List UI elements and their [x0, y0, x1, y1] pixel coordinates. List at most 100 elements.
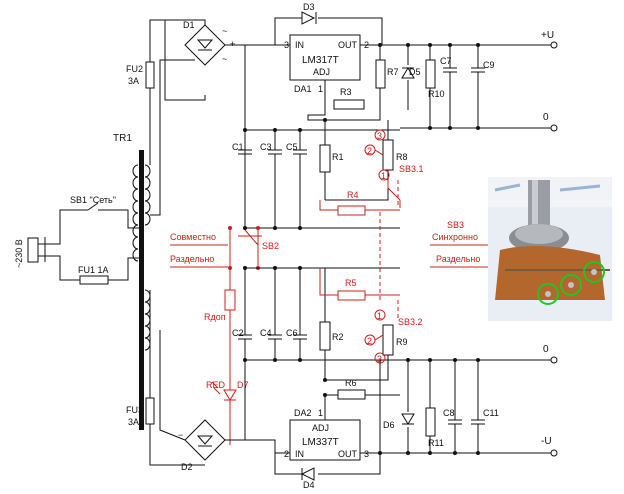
r9-label: R9	[396, 337, 408, 347]
lower-regulator: ADJ LM337T IN OUT 2 3 1 DA2 D4 D6 R11 C8…	[274, 360, 558, 490]
c7-label: C7	[440, 56, 452, 66]
c2-label: C2	[232, 328, 244, 338]
svg-text:1: 1	[318, 84, 323, 94]
svg-text:OUT: OUT	[338, 40, 358, 50]
pin3-marker-upper	[374, 129, 386, 141]
r8-label: R8	[396, 152, 408, 162]
lm317-label: LM317T	[302, 55, 339, 66]
d4-diode-icon	[300, 467, 315, 481]
pot-pin1-marker	[537, 283, 559, 305]
r9-resistor	[382, 324, 394, 356]
r7-label: R7	[387, 67, 399, 77]
sb2-label: SB2	[262, 241, 279, 251]
c8-label: C8	[443, 408, 455, 418]
pot-pin3-marker	[583, 261, 605, 283]
r10-label: R10	[428, 89, 445, 99]
fu2-value: 3A	[128, 76, 139, 86]
svg-text:2: 2	[284, 449, 289, 459]
c1-label: C1	[232, 142, 244, 152]
svg-text:2: 2	[367, 336, 372, 346]
r5-label: R5	[345, 278, 357, 288]
zero-lower-label: 0	[543, 344, 549, 355]
pin1-marker-lower	[374, 309, 386, 321]
c4-label: C4	[260, 328, 272, 338]
da2-label: DA2	[294, 408, 312, 418]
c3-label: C3	[260, 142, 272, 152]
pot-body	[495, 246, 605, 300]
upper-modification: 3 2 1 R4 SB3.1	[319, 129, 424, 216]
r3-resistor	[333, 99, 365, 110]
da1-label: DA1	[294, 84, 312, 94]
svg-text:1: 1	[377, 311, 382, 321]
d1-bridge-icon	[184, 24, 226, 66]
sinhronno-label: Синхронно	[432, 232, 478, 242]
r8-resistor	[382, 139, 394, 171]
tr1-label: TR1	[113, 133, 132, 144]
svg-text:3: 3	[364, 449, 369, 459]
pin1-marker-upper	[378, 169, 390, 181]
svg-text:ADJ: ADJ	[312, 423, 329, 433]
zero-terminal-lower	[550, 356, 558, 364]
plus-u-label: +U	[541, 30, 554, 41]
d6-label: D6	[383, 420, 395, 430]
zero-upper-label: 0	[543, 112, 549, 123]
lm337-ic	[289, 419, 361, 461]
svg-text:2: 2	[367, 146, 372, 156]
svg-text:3: 3	[377, 354, 382, 364]
d1-label: D1	[183, 20, 195, 30]
sovmestno-label: Совместно	[170, 232, 216, 242]
lower-rectifier: FU3 3A D2 −	[126, 290, 276, 472]
c5-label: C5	[286, 142, 298, 152]
r6-label: R6	[345, 378, 357, 388]
svg-text:3: 3	[284, 40, 289, 50]
sb32-label: SB3.2	[398, 317, 423, 327]
svg-text:−: −	[178, 430, 183, 440]
minus-u-label: -U	[541, 436, 552, 447]
junction-dots	[243, 43, 480, 455]
svg-text:ADJ: ADJ	[313, 67, 330, 77]
fu1-label: FU1 1A	[78, 265, 109, 275]
r5-resistor	[337, 290, 366, 301]
upper-capacitors: C1 C3 C5 C7 C9 +U 0	[232, 30, 558, 229]
potentiometer-photo	[488, 177, 612, 321]
mode-switches: SB2 Совместно Раздельно SB3 Синхронно Ра…	[170, 212, 490, 300]
pot-shaft	[528, 180, 550, 230]
svg-text:1: 1	[381, 171, 386, 181]
fu2-fuse	[145, 61, 155, 89]
d4-label: D4	[303, 480, 315, 490]
r10-resistor	[425, 59, 436, 89]
d6-diode-icon	[401, 413, 415, 425]
svg-text:IN: IN	[295, 449, 304, 459]
plus-u-terminal	[550, 41, 558, 49]
c9-label: C9	[483, 60, 495, 70]
d2-bridge-icon	[184, 419, 226, 461]
svg-text:~: ~	[222, 26, 227, 36]
sb31-label: SB3.1	[399, 164, 424, 174]
d5-label: D5	[409, 67, 421, 77]
razdelno-label-left: Раздельно	[170, 254, 214, 264]
zero-terminal-upper	[550, 124, 558, 132]
svg-text:IN: IN	[295, 40, 304, 50]
r3-label: R3	[340, 87, 352, 97]
lower-capacitors: C2 C4 C6 0	[232, 268, 558, 364]
upper-regulator: 3 IN OUT 2 LM317T ADJ DA1 1 D3 R3 R7 D5 …	[274, 2, 555, 128]
transformer-tr1: TR1	[113, 133, 151, 430]
r4-resistor	[337, 205, 366, 216]
fu3-value: 3A	[128, 417, 139, 427]
upper-rectifier: FU2 3A D1 ~ ~ +	[126, 19, 290, 216]
svg-text:3: 3	[377, 131, 382, 141]
lm317-ic	[289, 34, 361, 81]
d3-label: D3	[303, 2, 315, 12]
minus-u-terminal	[550, 449, 558, 457]
c6-label: C6	[286, 328, 298, 338]
red-label: RED	[206, 380, 226, 390]
upper-adjust: R1 R8	[319, 120, 408, 201]
tr1-core	[139, 150, 144, 430]
mains-section: ~230 В SB1 "Сеть" FU1 1A	[14, 195, 140, 285]
svg-text:OUT: OUT	[338, 449, 358, 459]
d5-diode-icon	[401, 67, 415, 79]
lm337-label: LM337T	[302, 437, 339, 448]
lower-adjust: R2 R9 R6	[319, 268, 408, 400]
sb1-label: SB1 "Сеть"	[70, 195, 116, 205]
